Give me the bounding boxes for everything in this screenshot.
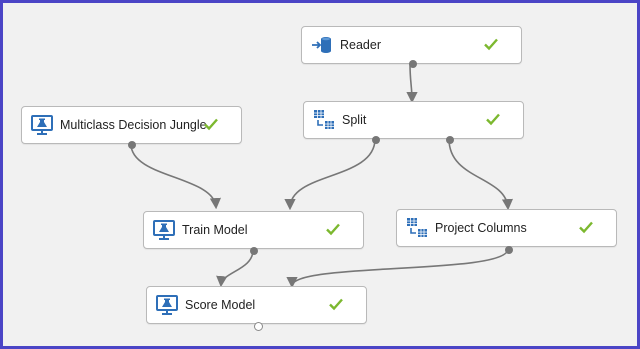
module-label: Split <box>342 113 367 127</box>
checkmark-icon <box>329 298 343 311</box>
checkmark-icon <box>579 221 593 234</box>
output-port[interactable] <box>505 246 513 254</box>
reader-icon <box>312 37 331 53</box>
module-label: Reader <box>340 38 381 52</box>
module-label: Train Model <box>182 223 248 237</box>
split-icon <box>407 218 427 237</box>
module-multiclass-decision-jungle[interactable]: Multiclass Decision Jungle <box>21 106 242 149</box>
module-label: Project Columns <box>435 221 527 235</box>
model-icon <box>31 115 53 135</box>
module-label: Score Model <box>185 298 256 312</box>
edge-jungle-train <box>130 143 221 210</box>
checkmark-icon <box>204 118 218 131</box>
output-port[interactable] <box>409 60 417 68</box>
module-label: Multiclass Decision Jungle <box>60 118 207 132</box>
output-port-right[interactable] <box>446 136 454 144</box>
model-icon <box>153 220 175 240</box>
checkmark-icon <box>326 223 340 236</box>
module-train-model[interactable]: Train Model <box>143 211 364 255</box>
edge-project-score <box>286 248 509 289</box>
module-split[interactable]: Split <box>303 101 524 144</box>
edge-reader-split <box>406 63 418 104</box>
edge-train-score <box>216 249 254 288</box>
output-port[interactable] <box>250 247 258 255</box>
checkmark-icon <box>486 113 500 126</box>
split-icon <box>314 110 334 129</box>
model-icon <box>156 295 178 315</box>
output-port-left[interactable] <box>372 136 380 144</box>
output-port[interactable] <box>128 141 136 149</box>
checkmark-icon <box>484 38 498 51</box>
module-score-model[interactable]: Score Model <box>146 286 367 331</box>
edge-split-train <box>284 138 376 211</box>
module-reader[interactable]: Reader <box>301 26 522 68</box>
edge-split-project <box>448 138 514 211</box>
module-project-columns[interactable]: Project Columns <box>396 209 617 254</box>
unconnected-output-port[interactable] <box>254 322 263 331</box>
